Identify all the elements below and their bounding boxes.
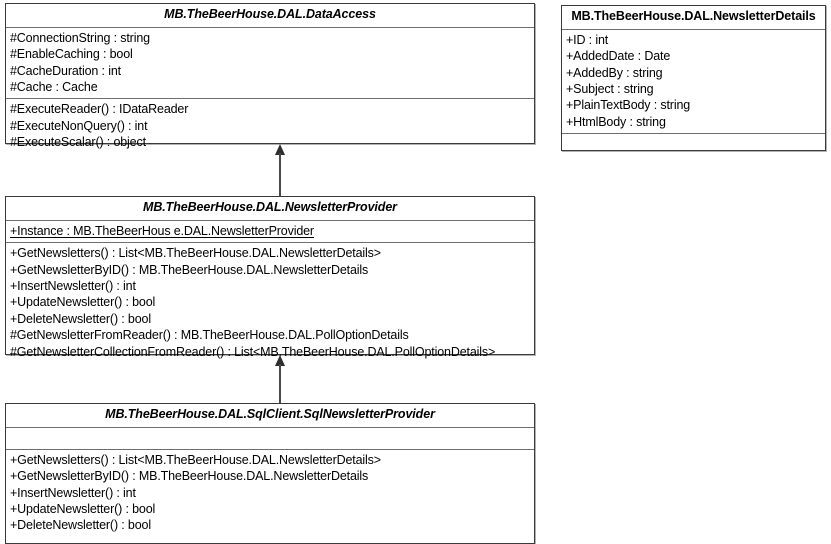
class-box-data-access[interactable]: MB.TheBeerHouse.DAL.DataAccess #Connecti…: [5, 3, 535, 149]
class-divider: [6, 426, 534, 428]
class-divider: [562, 28, 825, 30]
generalization-shaft: [279, 364, 281, 403]
attribute-row: #Cache : Cache: [10, 79, 98, 94]
operation-row: +GetNewsletters() : List<MB.TheBeerHouse…: [10, 246, 381, 261]
operations-compartment-data-access: #ExecuteReader() : IDataReader #ExecuteN…: [6, 99, 534, 153]
class-box-sql-newsletter-provider[interactable]: MB.TheBeerHouse.DAL.SqlClient.SqlNewslet…: [5, 403, 535, 544]
attributes-compartment-sql-newsletter-provider: [6, 428, 534, 449]
operation-row: +GetNewsletters() : List<MB.TheBeerHouse…: [10, 452, 381, 467]
operation-row: #ExecuteScalar() : object: [10, 135, 146, 150]
attributes-compartment-newsletter-details: +ID : int +AddedDate : Date +AddedBy : s…: [562, 30, 825, 133]
generalization-arrowhead-icon: [275, 355, 285, 366]
operation-row: #GetNewsletterFromReader() : MB.TheBeerH…: [10, 328, 409, 343]
operation-row: #ExecuteReader() : IDataReader: [10, 102, 189, 117]
class-title-sql-newsletter-provider: MB.TheBeerHouse.DAL.SqlClient.SqlNewslet…: [105, 407, 435, 421]
attribute-row: +PlainTextBody : string: [566, 98, 691, 113]
attribute-row: #CacheDuration : int: [10, 63, 121, 78]
attribute-row-static: +Instance : MB.TheBeerHous e.DAL.Newslet…: [10, 223, 314, 238]
attribute-row: +AddedDate : Date: [566, 49, 671, 64]
generalization-arrowhead-icon: [275, 144, 285, 155]
class-box-newsletter-provider[interactable]: MB.TheBeerHouse.DAL.NewsletterProvider +…: [5, 196, 535, 359]
operation-row: +DeleteNewsletter() : bool: [10, 518, 151, 533]
generalization-shaft: [279, 153, 281, 196]
class-box-newsletter-details[interactable]: MB.TheBeerHouse.DAL.NewsletterDetails +I…: [561, 5, 826, 151]
attributes-compartment-data-access: #ConnectionString : string #EnableCachin…: [6, 28, 534, 99]
operation-row: +InsertNewsletter() : int: [10, 485, 136, 500]
generalization-sqlprovider-to-provider: [270, 355, 290, 403]
attribute-row: #ConnectionString : string: [10, 30, 150, 45]
operation-row: +InsertNewsletter() : int: [10, 278, 136, 293]
operation-row: #GetNewsletterCollectionFromReader() : L…: [10, 344, 496, 359]
attribute-row: #EnableCaching : bool: [10, 47, 133, 62]
attributes-compartment-newsletter-provider: +Instance : MB.TheBeerHous e.DAL.Newslet…: [6, 221, 534, 242]
operation-row: +DeleteNewsletter() : bool: [10, 311, 151, 326]
attribute-row: +HtmlBody : string: [566, 114, 666, 129]
class-title-newsletter-provider: MB.TheBeerHouse.DAL.NewsletterProvider: [143, 200, 397, 214]
operations-compartment-newsletter-details: [562, 134, 825, 155]
operation-row: +GetNewsletterByID() : MB.TheBeerHouse.D…: [10, 262, 369, 277]
generalization-provider-to-dataaccess: [270, 144, 290, 196]
class-title-newsletter-details: MB.TheBeerHouse.DAL.NewsletterDetails: [571, 9, 816, 23]
operation-row: +UpdateNewsletter() : bool: [10, 501, 156, 516]
operation-row: +GetNewsletterByID() : MB.TheBeerHouse.D…: [10, 469, 369, 484]
operations-compartment-sql-newsletter-provider: +GetNewsletters() : List<MB.TheBeerHouse…: [6, 450, 534, 537]
operation-row: #ExecuteNonQuery() : int: [10, 118, 148, 133]
class-title-data-access: MB.TheBeerHouse.DAL.DataAccess: [164, 7, 376, 21]
attribute-row: +AddedBy : string: [566, 65, 663, 80]
class-divider: [6, 98, 534, 100]
attribute-row: +Subject : string: [566, 81, 654, 96]
operations-compartment-newsletter-provider: +GetNewsletters() : List<MB.TheBeerHouse…: [6, 243, 534, 363]
attribute-row: +ID : int: [566, 32, 609, 47]
class-divider: [6, 448, 534, 450]
class-divider: [562, 133, 825, 135]
class-divider: [6, 219, 534, 221]
class-divider: [6, 242, 534, 244]
operation-row: +UpdateNewsletter() : bool: [10, 295, 156, 310]
class-divider: [6, 26, 534, 28]
